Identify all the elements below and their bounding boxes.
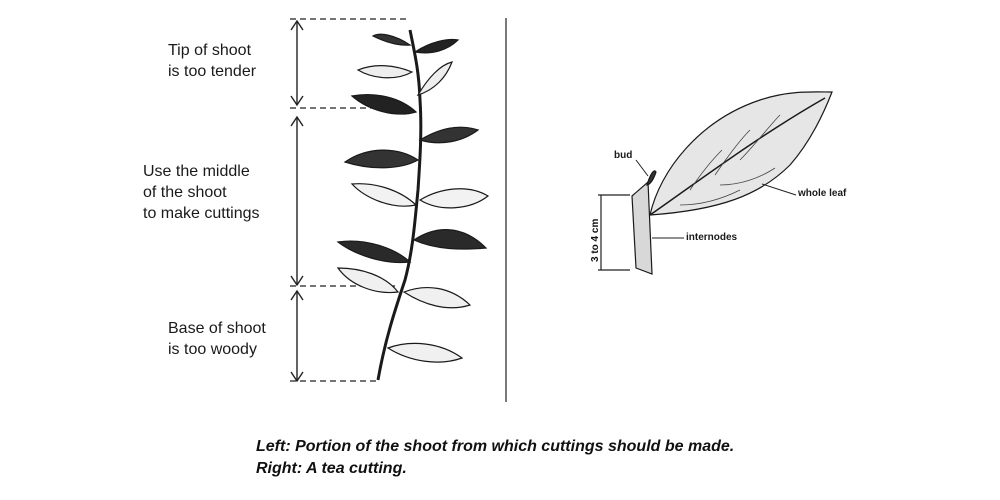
internodes-label: internodes: [686, 232, 738, 243]
middle-range-arrow: [290, 115, 304, 287]
caption-line-2: Right: A tea cutting.: [256, 460, 407, 477]
bud-label: bud: [614, 150, 633, 161]
pointer-lines: [635, 159, 797, 239]
base-range-arrow: [290, 289, 304, 383]
middle-of-shoot-label: Use the middle of the shoot to make cutt…: [143, 163, 260, 222]
caption-line-1: Left: Portion of the shoot from which cu…: [256, 438, 735, 455]
length-bracket: [598, 194, 630, 271]
whole-leaf-label: whole leaf: [798, 188, 847, 199]
section-boundaries: [290, 18, 410, 382]
figure-caption: Left: Portion of the shoot from which cu…: [256, 436, 734, 480]
base-of-shoot-label: Base of shoot is too woody: [168, 320, 266, 358]
bud-pointer: [635, 159, 649, 177]
tea-cutting-drawing: [631, 91, 833, 275]
tip-of-shoot-label: Tip of shoot is too tender: [168, 42, 257, 80]
length-label: 3 to 4 cm: [590, 218, 601, 262]
whole-leaf-pointer: [761, 183, 797, 196]
tip-range-arrow: [290, 19, 304, 107]
range-arrows: [290, 19, 304, 383]
tea-shoot-drawing: [336, 29, 490, 381]
